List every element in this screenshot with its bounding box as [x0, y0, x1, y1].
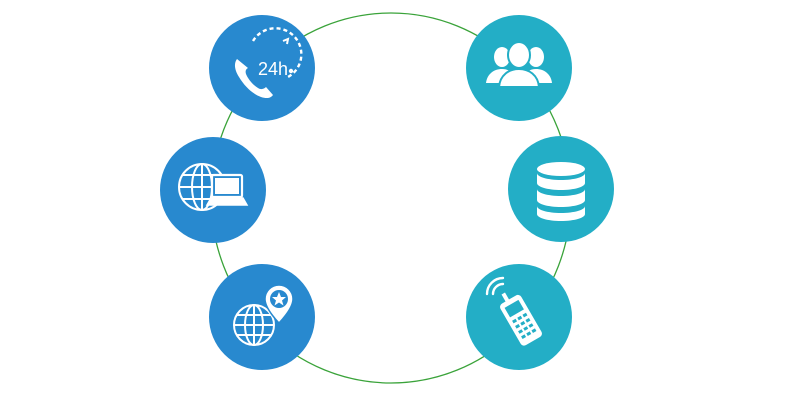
- web-node[interactable]: [160, 137, 266, 243]
- globe-laptop-icon: [178, 163, 249, 211]
- phone-24h-icon: 24h: [234, 27, 303, 99]
- database-icon: [537, 162, 585, 221]
- support-24h-node[interactable]: 24h: [209, 15, 315, 121]
- globe-location-pin-icon: [233, 284, 294, 346]
- user-group-icon: [486, 41, 552, 88]
- mobile-phone-signal-icon: [485, 276, 542, 346]
- support-hours-label: 24h: [258, 59, 288, 79]
- database-node[interactable]: [508, 136, 614, 242]
- users-node[interactable]: [466, 15, 572, 121]
- mobile-node[interactable]: [466, 264, 572, 370]
- location-node[interactable]: [209, 264, 315, 370]
